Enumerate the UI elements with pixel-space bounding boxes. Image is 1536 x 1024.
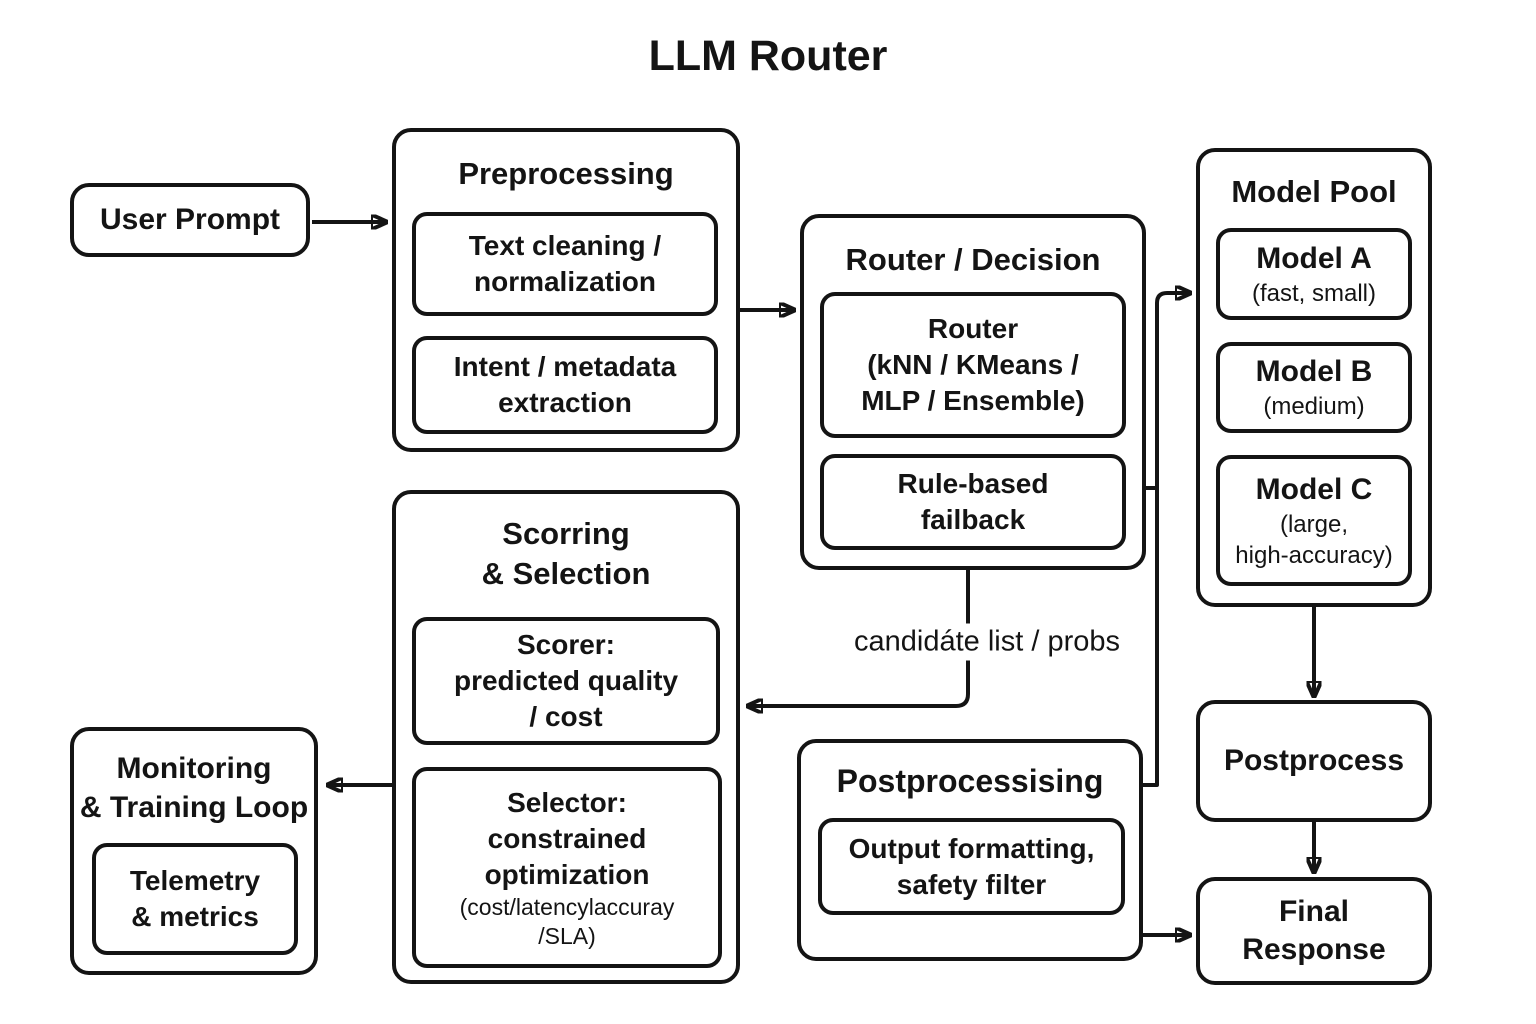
text-line: constrained (487, 822, 647, 854)
model-name: Model C (1255, 472, 1373, 506)
node-postprocessing: Postprocessising Output formatting, safe… (797, 739, 1143, 961)
edge-to-model-pool (1143, 293, 1190, 787)
diagram-title: LLM Router (648, 32, 888, 80)
preprocessing-title: Preprocessing (458, 156, 674, 191)
model-desc: (large, (1279, 510, 1349, 538)
text-line: extraction (498, 387, 632, 418)
text-line: Rule-based (897, 468, 1049, 499)
edge-router-to-scoring (748, 568, 970, 706)
node-selector: Selector: constrained optimization (cost… (412, 767, 722, 968)
scoring-title: Scorring (502, 516, 630, 551)
node-final-response: Final Response (1196, 877, 1432, 985)
router-decision-title: Router / Decision (845, 242, 1101, 277)
text-line: (cost/latencylaccuray (459, 893, 675, 920)
text-line: /SLA) (538, 922, 596, 949)
text-line: safety filter (896, 868, 1047, 900)
postprocessing-title: Postprocessising (836, 763, 1104, 799)
monitoring-title: & Training Loop (79, 791, 309, 824)
node-text-cleaning: Text cleaning / normalization (412, 212, 718, 316)
node-user-prompt: User Prompt (70, 183, 310, 257)
node-intent-extraction: Intent / metadata extraction (412, 336, 718, 434)
node-postprocess: Postprocess (1196, 700, 1432, 822)
final-response-line: Response (1242, 933, 1386, 966)
text-line: / cost (529, 701, 603, 732)
text-line: Telemetry (129, 865, 261, 896)
text-line: failback (920, 504, 1026, 535)
node-rule-based-fallback: Rule-based failback (820, 454, 1126, 550)
model-desc: (fast, small) (1251, 279, 1376, 307)
postprocess-label: Postprocess (1223, 744, 1405, 777)
scoring-title: & Selection (481, 556, 651, 591)
model-pool-title: Model Pool (1231, 174, 1397, 209)
node-model-pool: Model Pool Model A (fast, small) Model B… (1196, 148, 1432, 607)
node-output-formatting: Output formatting, safety filter (818, 818, 1125, 915)
node-router-algorithms: Router (kNN / KMeans / MLP / Ensemble) (820, 292, 1126, 438)
text-line: Router (927, 313, 1019, 344)
model-name: Model A (1256, 241, 1372, 275)
node-telemetry: Telemetry & metrics (92, 843, 298, 955)
node-monitoring: Monitoring & Training Loop Telemetry & m… (70, 727, 318, 975)
text-line: Text cleaning / (468, 230, 662, 261)
monitoring-title: Monitoring (116, 752, 272, 785)
node-model-c: Model C (large, high-accuracy) (1216, 455, 1412, 586)
text-line: normalization (473, 266, 656, 297)
node-model-a: Model A (fast, small) (1216, 228, 1412, 320)
text-line: & metrics (131, 901, 259, 932)
model-name: Model B (1255, 355, 1373, 388)
text-line: MLP / Ensemble) (861, 385, 1085, 416)
text-line: Selector: (507, 786, 627, 818)
text-line: Intent / metadata (453, 351, 677, 382)
model-desc: (medium) (1263, 393, 1365, 420)
text-line: Output formatting, (848, 832, 1095, 864)
model-desc: high-accuracy) (1235, 541, 1393, 569)
text-line: (kNN / KMeans / (867, 349, 1079, 380)
node-scoring-selection: Scorring & Selection Scorer: predicted q… (392, 490, 740, 984)
node-router-decision: Router / Decision Router (kNN / KMeans /… (800, 214, 1146, 570)
text-line: predicted quality (453, 665, 679, 696)
text-line: Scorer: (516, 629, 616, 660)
text-line: optimization (484, 858, 650, 890)
candidate-list-label: candidáte list / probs (846, 623, 1128, 661)
node-scorer: Scorer: predicted quality / cost (412, 617, 720, 745)
user-prompt-label: User Prompt (99, 203, 281, 236)
node-model-b: Model B (medium) (1216, 342, 1412, 433)
final-response-line: Final (1278, 895, 1349, 928)
node-preprocessing: Preprocessing Text cleaning / normalizat… (392, 128, 740, 452)
